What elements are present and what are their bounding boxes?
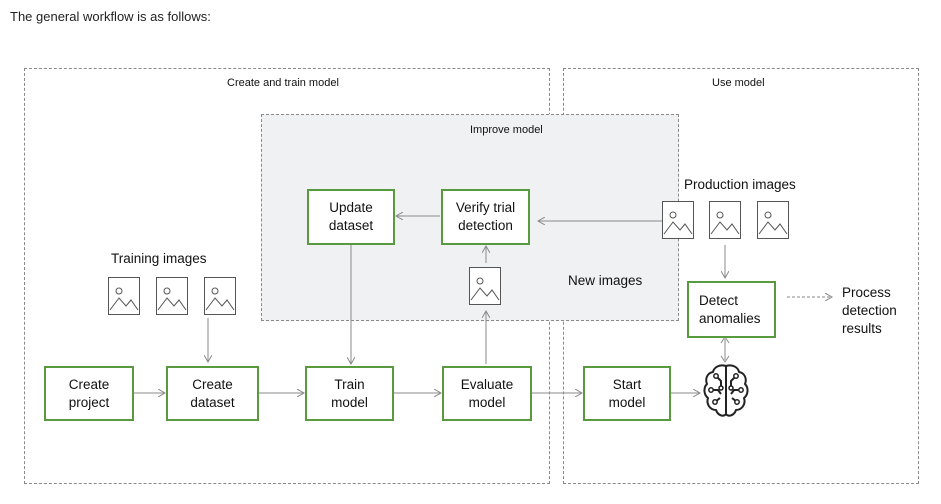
train-model-box: Train model: [305, 366, 394, 421]
new-images-label: New images: [568, 273, 643, 288]
improve-model-region-label: Improve model: [470, 124, 543, 136]
verify-trial-box: Verify trial detection: [441, 189, 530, 245]
intro-text: The general workflow is as follows:: [10, 9, 211, 24]
image-icon: [757, 201, 789, 239]
detect-anomalies-box: Detect anomalies: [687, 281, 776, 338]
process-results-label: Process detection results: [842, 285, 897, 336]
image-icon: [204, 277, 236, 315]
image-icon: [469, 267, 501, 305]
evaluate-model-box: Evaluate model: [442, 366, 532, 421]
image-icon: [108, 277, 140, 315]
arrow-head-detect-brain-down: [720, 355, 730, 363]
create-train-region-label: Create and train model: [227, 77, 339, 89]
image-icon: [709, 201, 741, 239]
use-model-region-label: Use model: [712, 77, 765, 89]
image-icon: [156, 277, 188, 315]
production-images-label: Production images: [684, 177, 796, 192]
neural-network-icon: [702, 362, 750, 420]
create-project-box: Create project: [44, 366, 134, 421]
training-images-label: Training images: [111, 251, 207, 266]
create-dataset-box: Create dataset: [166, 366, 259, 421]
image-icon: [662, 201, 694, 239]
update-dataset-box: Update dataset: [307, 189, 395, 245]
start-model-box: Start model: [583, 366, 671, 421]
